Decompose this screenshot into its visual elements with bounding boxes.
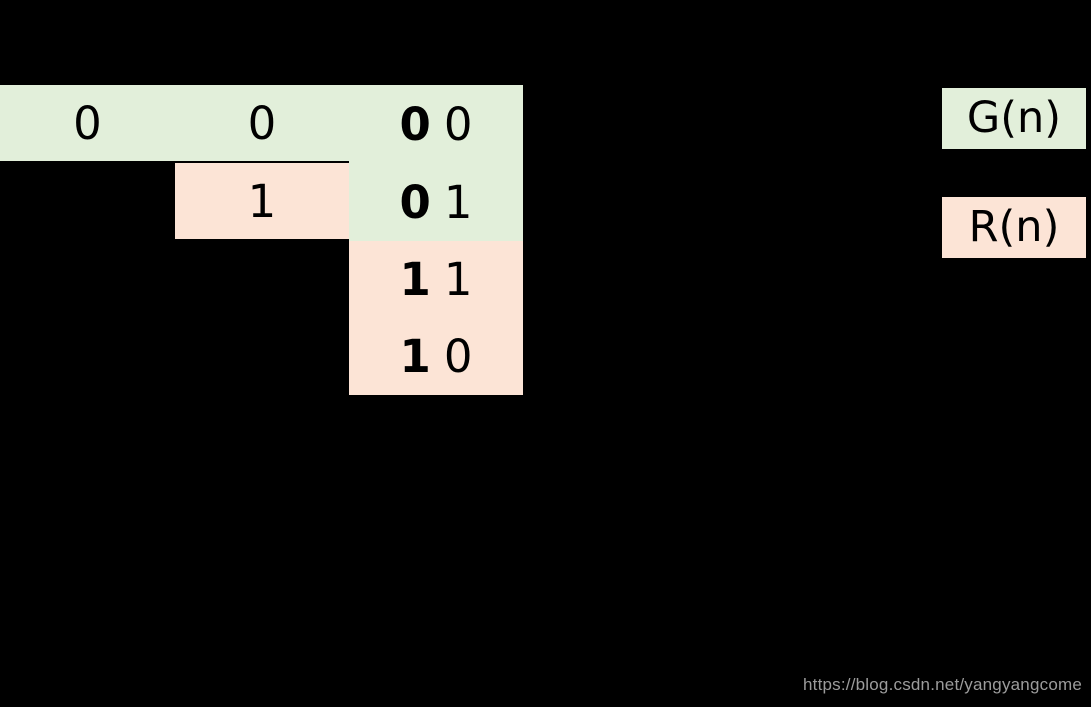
digit-value: 1 — [247, 174, 277, 228]
code-row: 1 0 — [349, 318, 523, 395]
digit-suffix: 1 — [443, 253, 473, 306]
code-row: 0 1 — [349, 163, 523, 241]
legend-rn-label: R(n) — [968, 202, 1060, 252]
digit-suffix: 0 — [443, 330, 473, 383]
digit-value: 0 — [73, 96, 102, 150]
cell-n1-green: 0 — [175, 85, 349, 161]
legend-rn-box: R(n) — [942, 197, 1086, 258]
cell-n2-green-block: 0 0 0 1 — [349, 85, 523, 241]
digit-suffix: 0 — [443, 97, 473, 151]
digit-prefix: 0 — [399, 97, 431, 151]
digit-prefix: 1 — [399, 253, 431, 306]
digit-value: 0 — [247, 96, 277, 150]
watermark-url: https://blog.csdn.net/yangyangcome — [803, 675, 1082, 694]
digit-prefix: 1 — [399, 330, 431, 383]
cell-n2-pink-block: 1 1 1 0 — [349, 241, 523, 395]
digit-suffix: 1 — [443, 175, 473, 229]
code-row: 1 1 — [349, 241, 523, 318]
legend-gn-box: G(n) — [942, 88, 1086, 149]
cell-n1-pink: 1 — [175, 163, 349, 239]
legend-gn-label: G(n) — [966, 93, 1062, 143]
digit-prefix: 0 — [399, 175, 431, 229]
code-row: 0 0 — [349, 85, 523, 163]
cell-n0-green: 0 — [0, 85, 175, 161]
